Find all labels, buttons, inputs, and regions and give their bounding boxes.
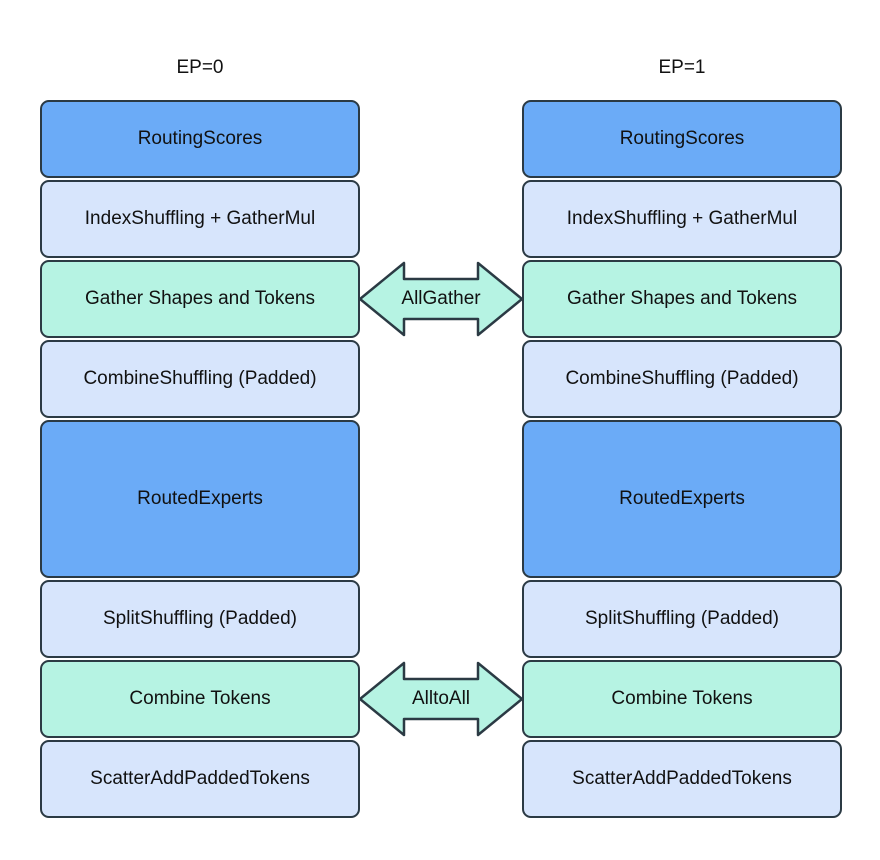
box-ep1-split-shuffling: SplitShuffling (Padded) [522,580,842,658]
box-ep1-routing-scores: RoutingScores [522,100,842,178]
box-ep0-routed-experts: RoutedExperts [40,420,360,578]
double-arrow-icon [358,661,524,737]
box-ep1-scatter-add-padded-tokens: ScatterAddPaddedTokens [522,740,842,818]
box-ep1-routed-experts: RoutedExperts [522,420,842,578]
double-arrow-shape [358,661,524,737]
double-arrow-shape [358,261,524,337]
box-ep0-combine-shuffling: CombineShuffling (Padded) [40,340,360,418]
box-ep0-index-shuffling: IndexShuffling + GatherMul [40,180,360,258]
box-ep1-combine-shuffling: CombineShuffling (Padded) [522,340,842,418]
pipeline-column-ep0: RoutingScores IndexShuffling + GatherMul… [40,100,360,818]
column-title-ep0: EP=0 [176,57,224,78]
alltoall-connector: AlltoAll [357,660,525,738]
box-ep0-combine-tokens: Combine Tokens [40,660,360,738]
box-ep0-split-shuffling: SplitShuffling (Padded) [40,580,360,658]
box-ep1-index-shuffling: IndexShuffling + GatherMul [522,180,842,258]
box-ep1-gather-shapes-tokens: Gather Shapes and Tokens [522,260,842,338]
box-ep0-gather-shapes-tokens: Gather Shapes and Tokens [40,260,360,338]
double-arrow-icon [358,261,524,337]
box-ep1-combine-tokens: Combine Tokens [522,660,842,738]
box-ep0-routing-scores: RoutingScores [40,100,360,178]
box-ep0-scatter-add-padded-tokens: ScatterAddPaddedTokens [40,740,360,818]
allgather-connector: AllGather [357,260,525,338]
pipeline-column-ep1: RoutingScores IndexShuffling + GatherMul… [522,100,842,818]
column-title-ep1: EP=1 [658,57,706,78]
